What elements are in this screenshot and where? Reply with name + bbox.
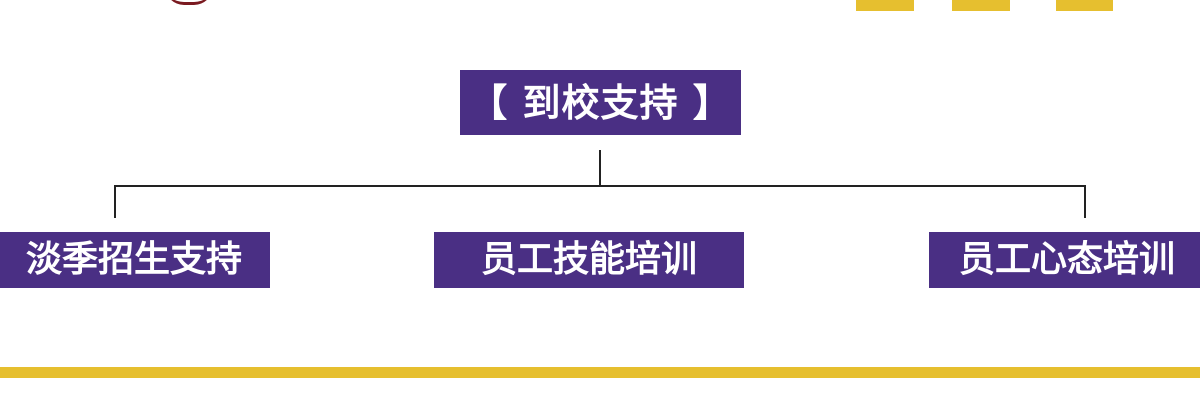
decorative-yellow-block	[1056, 0, 1113, 11]
root-node: 【 到校支持 】	[460, 70, 741, 135]
child-node-off-season-enrollment: 淡季招生支持	[0, 232, 270, 288]
child-node-label: 淡季招生支持	[25, 239, 242, 280]
child-node-staff-skills-training: 员工技能培训	[434, 232, 744, 288]
decorative-yellow-block	[856, 0, 914, 11]
root-node-label: 【 到校支持 】	[469, 80, 732, 125]
branch-connector	[114, 185, 1086, 187]
decorative-yellow-block	[952, 0, 1010, 11]
footer-yellow-band	[0, 367, 1200, 378]
right-drop-connector	[1084, 185, 1086, 218]
root-stem-connector	[599, 150, 601, 185]
child-node-staff-mindset-training: 员工心态培训	[929, 232, 1200, 288]
left-drop-connector	[114, 185, 116, 218]
child-node-label: 员工技能培训	[480, 239, 697, 280]
decorative-arc	[165, 0, 213, 5]
child-node-label: 员工心态培训	[959, 239, 1176, 280]
